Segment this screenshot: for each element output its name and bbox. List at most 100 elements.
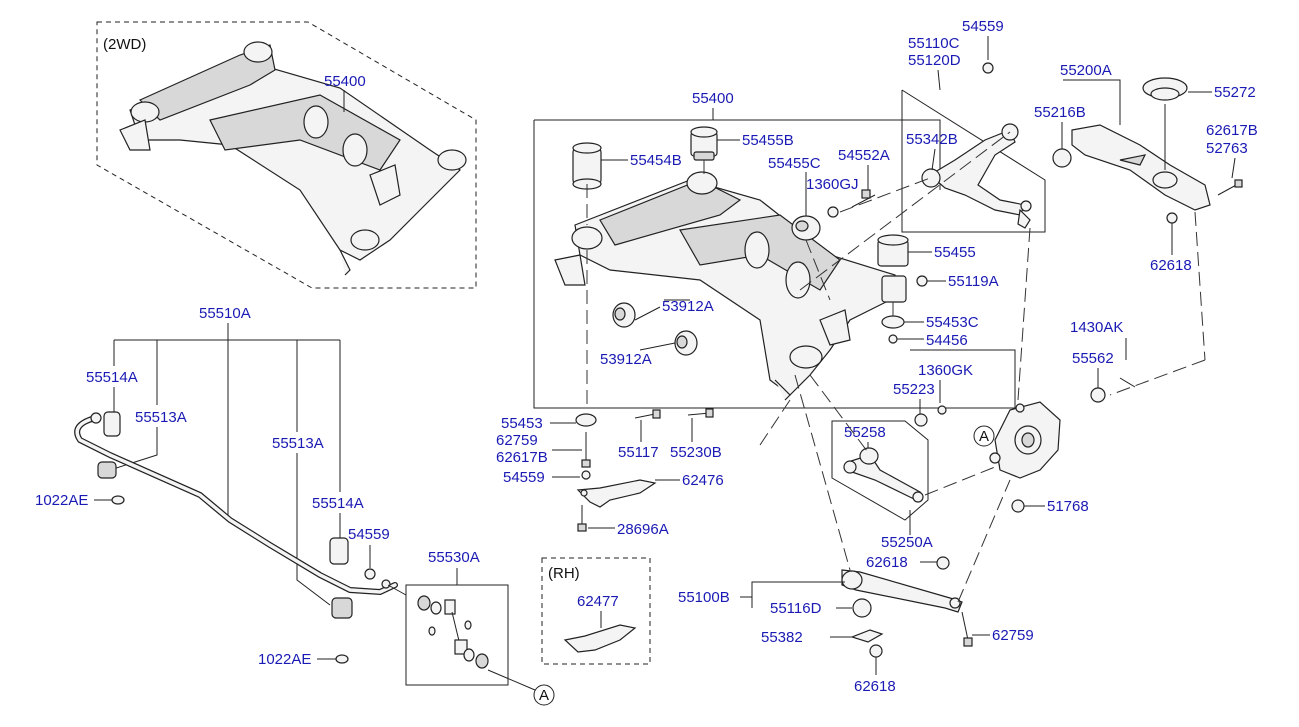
- callout-1430AK[interactable]: 1430AK: [1070, 319, 1123, 336]
- callout-55382[interactable]: 55382: [761, 629, 803, 646]
- reference-marker-a-bottom-label: A: [539, 687, 549, 704]
- callout-54456[interactable]: 54456: [926, 332, 968, 349]
- knuckle-drawing: [989, 401, 1061, 479]
- callout-55117[interactable]: 55117: [618, 444, 659, 461]
- subframe-2wd-drawing: [119, 41, 467, 276]
- callout-55455C[interactable]: 55455C: [768, 155, 821, 172]
- callout-55455[interactable]: 55455: [934, 244, 976, 261]
- inset-2wd: (2WD) 55400: [96, 21, 477, 289]
- callout-55454B[interactable]: 55454B: [630, 152, 682, 169]
- callout-51768[interactable]: 51768: [1047, 498, 1089, 515]
- callout-55400[interactable]: 55400: [692, 90, 734, 107]
- reference-marker-a-knuckle: [973, 425, 995, 447]
- callout-1022AE-1[interactable]: 1022AE: [35, 492, 88, 509]
- callout-55513A-2[interactable]: 55513A: [272, 435, 324, 452]
- bolt-62759-right: [961, 611, 973, 647]
- callout-55200A[interactable]: 55200A: [1060, 62, 1112, 79]
- callout-1022AE-2[interactable]: 1022AE: [258, 651, 311, 668]
- callout-53912A-1[interactable]: 53912A: [662, 298, 714, 315]
- callout-55514A-2[interactable]: 55514A: [312, 495, 364, 512]
- stabilizer-group: 55510A 55514A 55513A 1022AE 55513A 55514…: [35, 305, 398, 668]
- bolt-1360GJ: [827, 189, 876, 218]
- bushing-53912A-2: [674, 330, 698, 356]
- bushing-55454B: [572, 142, 602, 190]
- callout-55562[interactable]: 55562: [1072, 350, 1114, 367]
- nut-54559-top: [982, 62, 994, 74]
- bracket-62477: [563, 624, 637, 653]
- bushing-53912A-1: [612, 302, 636, 328]
- bolt-55117: [634, 409, 661, 419]
- nut-54559-mid: [581, 470, 591, 480]
- callout-1360GK[interactable]: 1360GK: [918, 362, 973, 379]
- callout-52763[interactable]: 52763: [1206, 140, 1248, 157]
- nut-51768: [1011, 499, 1025, 513]
- upper-arm-group: 55110C 55120D 54559 55342B: [901, 18, 1046, 233]
- inset-rh: (RH) 62477: [541, 557, 651, 665]
- callout-62618-mid[interactable]: 62618: [866, 554, 908, 571]
- callout-55216B[interactable]: 55216B: [1034, 104, 1086, 121]
- variant-label-rh: (RH): [548, 565, 580, 582]
- callout-62476[interactable]: 62476: [682, 472, 724, 489]
- lower-arm-55200A-group: 55200A 55216B 55272 62617B 52763 62618: [1034, 62, 1258, 274]
- reference-marker-a-knuckle-label: A: [979, 428, 989, 445]
- subframe-main-group: 55400 55454B 55455B: [533, 90, 1016, 409]
- callout-62477[interactable]: 62477: [577, 593, 619, 610]
- callout-62618-bot[interactable]: 62618: [854, 678, 896, 695]
- nut-62618-bot: [869, 644, 883, 658]
- seat-55272: [1142, 77, 1188, 101]
- callout-55530A[interactable]: 55530A: [428, 549, 480, 566]
- callout-1360GJ[interactable]: 1360GJ: [806, 176, 859, 193]
- nut-54456: [888, 334, 898, 344]
- callout-54552A[interactable]: 54552A: [838, 147, 890, 164]
- nut-55562: [1090, 387, 1106, 403]
- callout-62617B-left[interactable]: 62617B: [496, 449, 548, 466]
- callout-55223[interactable]: 55223: [893, 381, 935, 398]
- callout-55250A[interactable]: 55250A: [881, 534, 933, 551]
- callout-55119A[interactable]: 55119A: [948, 273, 999, 290]
- callout-55513A-1[interactable]: 55513A: [135, 409, 187, 426]
- washer-55453C: [881, 315, 905, 329]
- arm-55250A-group: 55258 55250A 1360GK 55223: [831, 362, 973, 551]
- callout-54559-left[interactable]: 54559: [348, 526, 390, 543]
- callout-55455B[interactable]: 55455B: [742, 132, 794, 149]
- nut-55119A: [916, 275, 928, 287]
- callout-54559-mid[interactable]: 54559: [503, 469, 545, 486]
- link-55100B-group: 62618 55100B 55116D 55382 62759 62618: [678, 554, 1034, 695]
- callout-55342B[interactable]: 55342B: [906, 131, 958, 148]
- callout-28696A[interactable]: 28696A: [617, 521, 669, 538]
- bracket-62476: [576, 479, 657, 508]
- bushing-55455: [877, 234, 909, 303]
- callout-62618-top[interactable]: 62618: [1150, 257, 1192, 274]
- callout-62759-left[interactable]: 62759: [496, 432, 538, 449]
- bolt-1430AK: [1119, 377, 1136, 388]
- callout-55453C[interactable]: 55453C: [926, 314, 979, 331]
- callout-55453[interactable]: 55453: [501, 415, 543, 432]
- bolt-28696A: [577, 505, 587, 532]
- callout-55400-2wd[interactable]: 55400: [324, 73, 366, 90]
- link-55530A-group: 55530A A: [387, 549, 555, 706]
- callout-55116D[interactable]: 55116D: [770, 600, 822, 617]
- link-drawing: [417, 595, 489, 669]
- assembly-lines: [586, 131, 1206, 603]
- bushing-55116D: [852, 598, 872, 618]
- callout-62759-right[interactable]: 62759: [992, 627, 1034, 644]
- callout-55514A-1[interactable]: 55514A: [86, 369, 138, 386]
- callout-55110C[interactable]: 55110C: [908, 35, 960, 52]
- bolt-62617B-left: [581, 432, 591, 468]
- lower-arm-drawing: [1052, 124, 1211, 224]
- arm-55250A-drawing: [843, 447, 924, 503]
- callout-53912A-2[interactable]: 53912A: [600, 351, 652, 368]
- bushing-55455B: [690, 126, 718, 161]
- callout-54559-top[interactable]: 54559: [962, 18, 1004, 35]
- callout-55258[interactable]: 55258: [844, 424, 886, 441]
- callout-55120D[interactable]: 55120D: [908, 52, 961, 69]
- callout-55100B[interactable]: 55100B: [678, 589, 730, 606]
- callout-55510A[interactable]: 55510A: [199, 305, 251, 322]
- stabilizer-bar-drawing: [74, 411, 398, 664]
- reference-marker-a-bottom: [533, 684, 555, 706]
- callout-55230B[interactable]: 55230B: [670, 444, 722, 461]
- callout-55272[interactable]: 55272: [1214, 84, 1256, 101]
- callout-62617B-top[interactable]: 62617B: [1206, 122, 1258, 139]
- washer-55453: [575, 413, 597, 427]
